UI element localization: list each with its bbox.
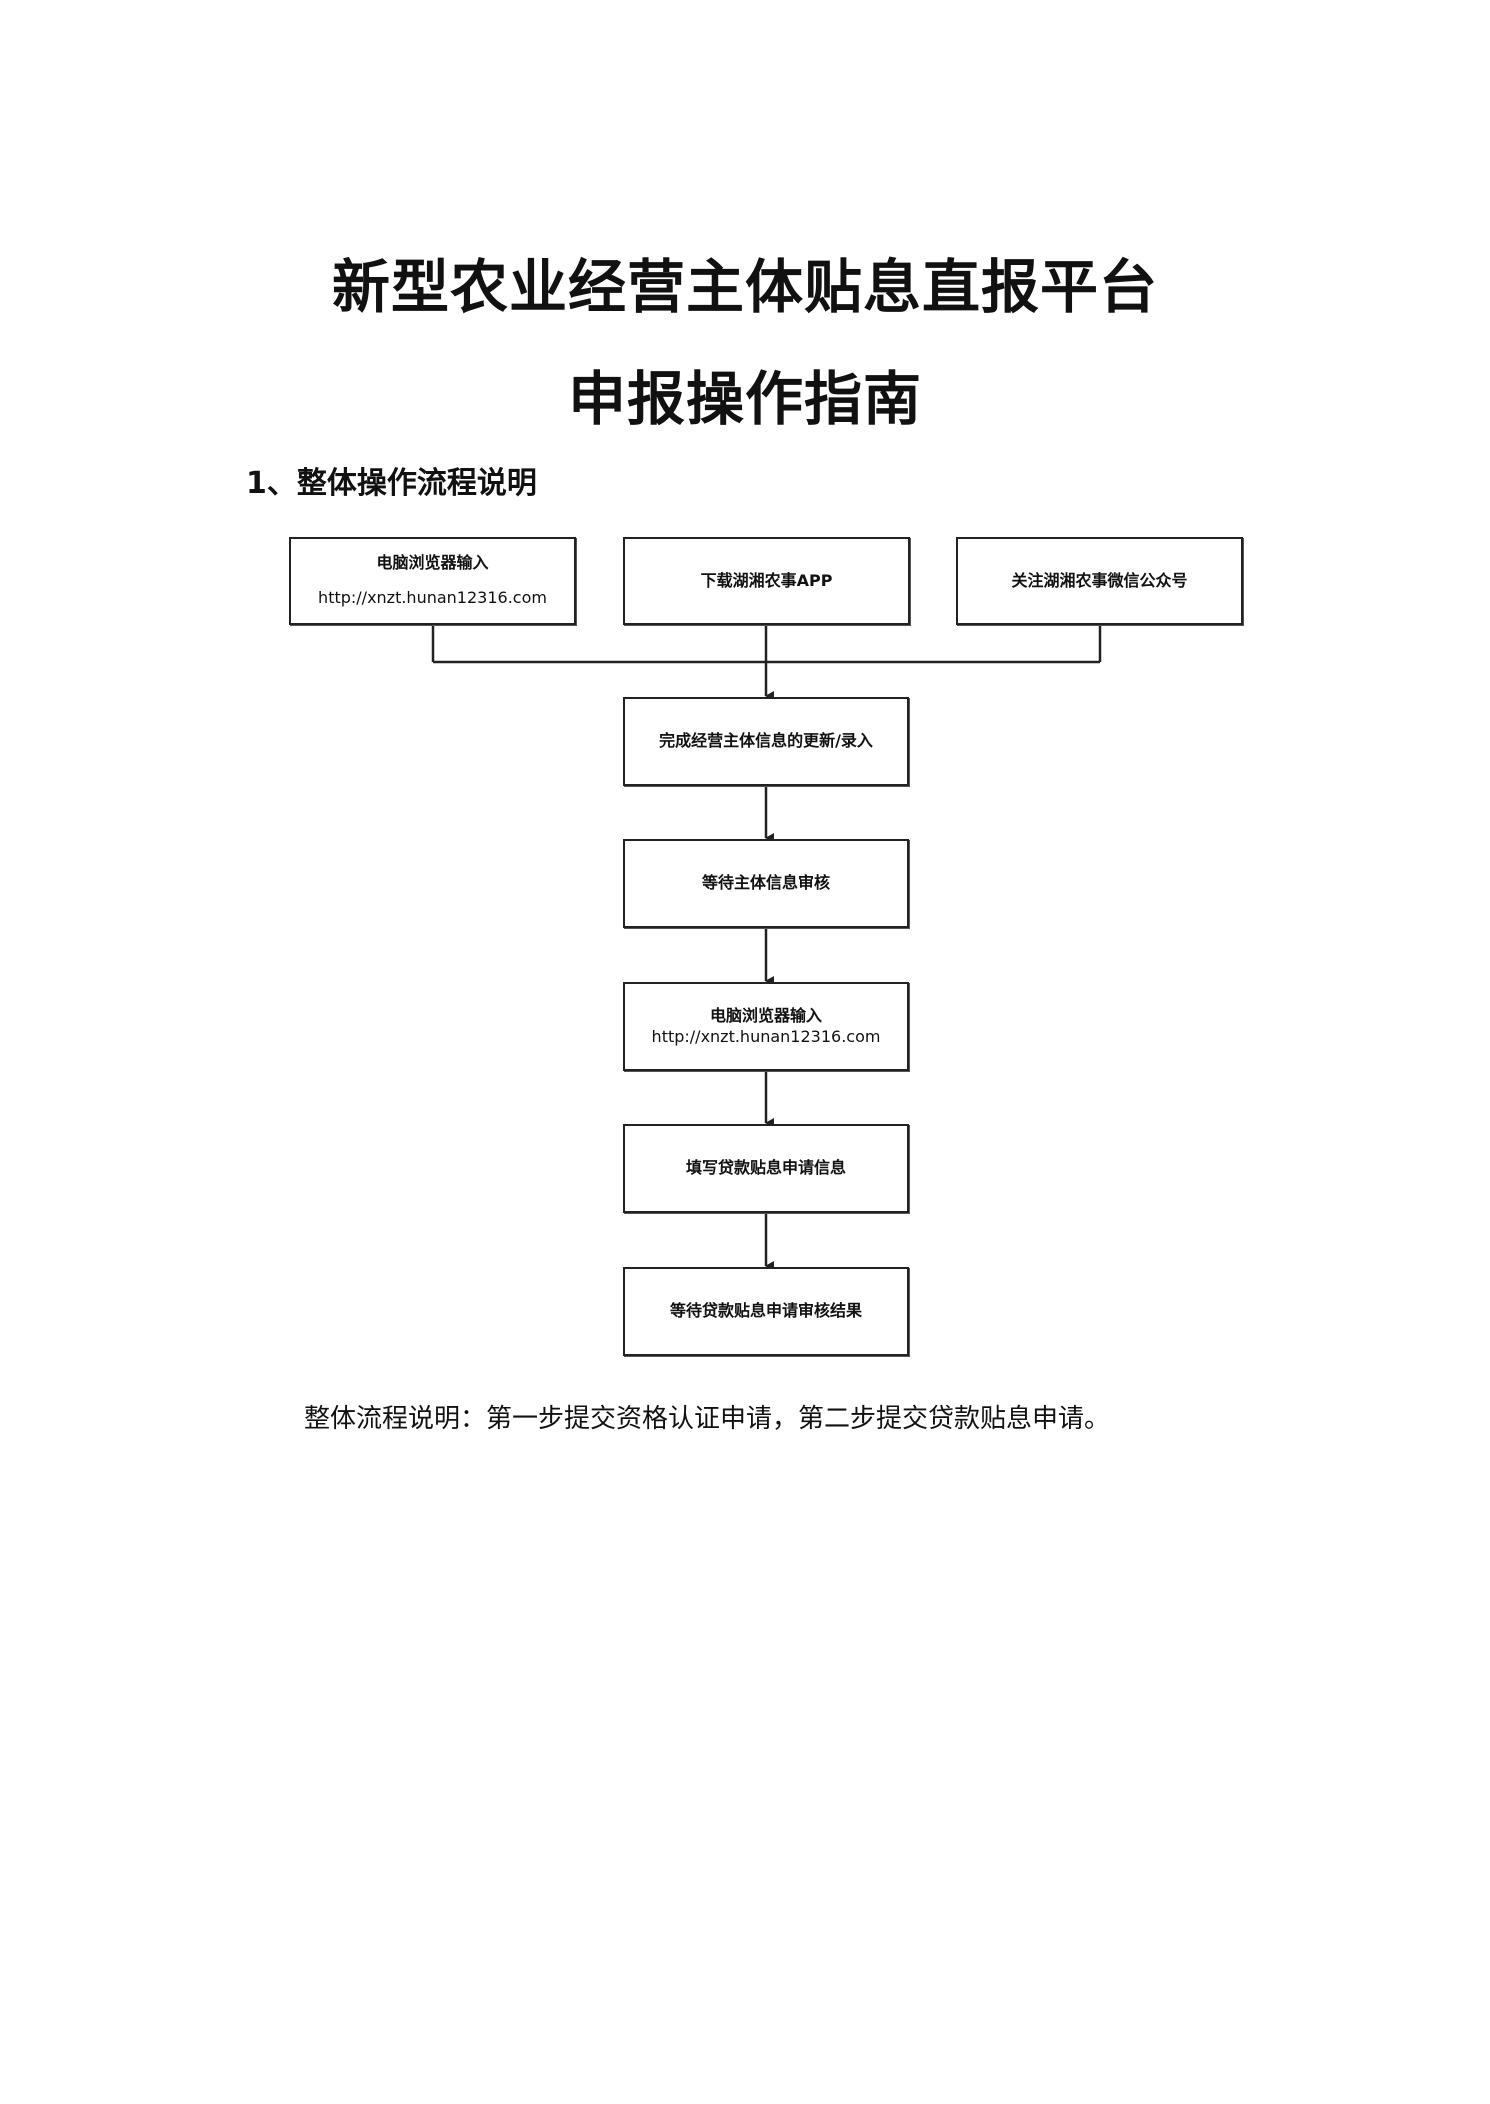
flow-step-await-info-review: 等待主体信息审核 xyxy=(623,839,909,928)
flow-step-fill-application: 填写贷款贴息申请信息 xyxy=(623,1124,909,1213)
flowchart-connectors xyxy=(431,625,1102,1271)
flow-box-wechat: 关注湖湘农事微信公众号 xyxy=(956,537,1243,625)
flow-box-browser: 电脑浏览器输入 http://xnzt.hunan12316.com xyxy=(289,537,576,625)
document-subtitle: 申报操作指南 xyxy=(567,365,922,433)
flow-box-url: http://xnzt.hunan12316.com xyxy=(651,1026,881,1046)
flow-box-label: 电脑浏览器输入 xyxy=(709,1005,822,1025)
flow-description: 整体流程说明：第一步提交资格认证申请，第二步提交贷款贴息申请。 xyxy=(304,1404,1111,1434)
flow-box-label: 电脑浏览器输入 xyxy=(376,553,489,573)
flow-box-url: http://xnzt.hunan12316.com xyxy=(318,588,547,607)
flow-box-label: 完成经营主体信息的更新/录入 xyxy=(659,731,873,751)
flow-step-update-info: 完成经营主体信息的更新/录入 xyxy=(623,697,909,786)
flow-box-label: 等待主体信息审核 xyxy=(701,873,830,893)
flow-step-browser: 电脑浏览器输入 http://xnzt.hunan12316.com xyxy=(623,982,909,1071)
flow-box-app: 下载湖湘农事APP xyxy=(623,537,910,625)
flow-step-await-result: 等待贷款贴息申请审核结果 xyxy=(623,1267,909,1356)
flow-box-label: 等待贷款贴息申请审核结果 xyxy=(669,1301,862,1321)
document-title: 新型农业经营主体贴息直报平台 xyxy=(331,253,1158,321)
flow-box-label: 填写贷款贴息申请信息 xyxy=(685,1158,846,1178)
flow-box-label: 关注湖湘农事微信公众号 xyxy=(1011,570,1188,590)
flow-box-label: 下载湖湘农事APP xyxy=(700,570,833,590)
section-heading: 1、整体操作流程说明 xyxy=(246,466,537,501)
